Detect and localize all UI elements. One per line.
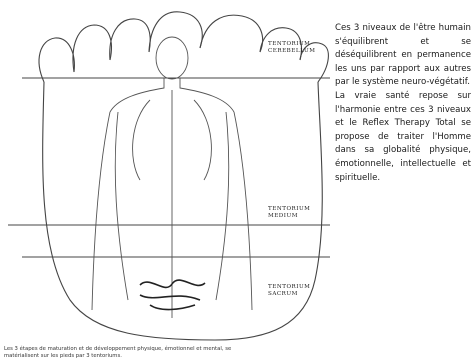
explanation-paragraph-2: La vraie santé repose sur l'harmonie ent… xyxy=(335,90,471,185)
toe-4 xyxy=(149,12,202,52)
caption-line-2: matérialisent sur les pieds par 3 tentor… xyxy=(4,353,334,360)
figure-caption: Les 3 étapes de maturation et de dévelop… xyxy=(4,346,334,361)
right-arm xyxy=(234,112,252,310)
tentorium-sacrum-label: TENTORIUM SACRUM xyxy=(268,284,310,297)
intestines xyxy=(140,280,205,309)
toe-2 xyxy=(73,25,111,72)
toe-5 xyxy=(200,15,263,52)
explanation-text: Ces 3 niveaux de l'être humain s'équilib… xyxy=(335,22,471,185)
svg-text:TENTORIUM: TENTORIUM xyxy=(268,206,310,212)
tentorium-cerebellum-label: TENTORIUM CEREBELLUM xyxy=(268,41,315,54)
head-shape xyxy=(156,37,188,79)
svg-text:CEREBELLUM: CEREBELLUM xyxy=(268,48,315,54)
tentorium-medium-label: TENTORIUM MEDIUM xyxy=(268,206,310,219)
svg-text:TENTORIUM: TENTORIUM xyxy=(268,41,310,47)
svg-text:MEDIUM: MEDIUM xyxy=(268,213,298,219)
left-arm xyxy=(92,112,110,310)
svg-text:SACRUM: SACRUM xyxy=(268,291,298,297)
toe-3 xyxy=(110,19,150,60)
svg-text:TENTORIUM: TENTORIUM xyxy=(268,284,310,290)
toe-1 xyxy=(39,38,74,82)
explanation-paragraph-1: Ces 3 niveaux de l'être humain s'équilib… xyxy=(335,22,471,90)
